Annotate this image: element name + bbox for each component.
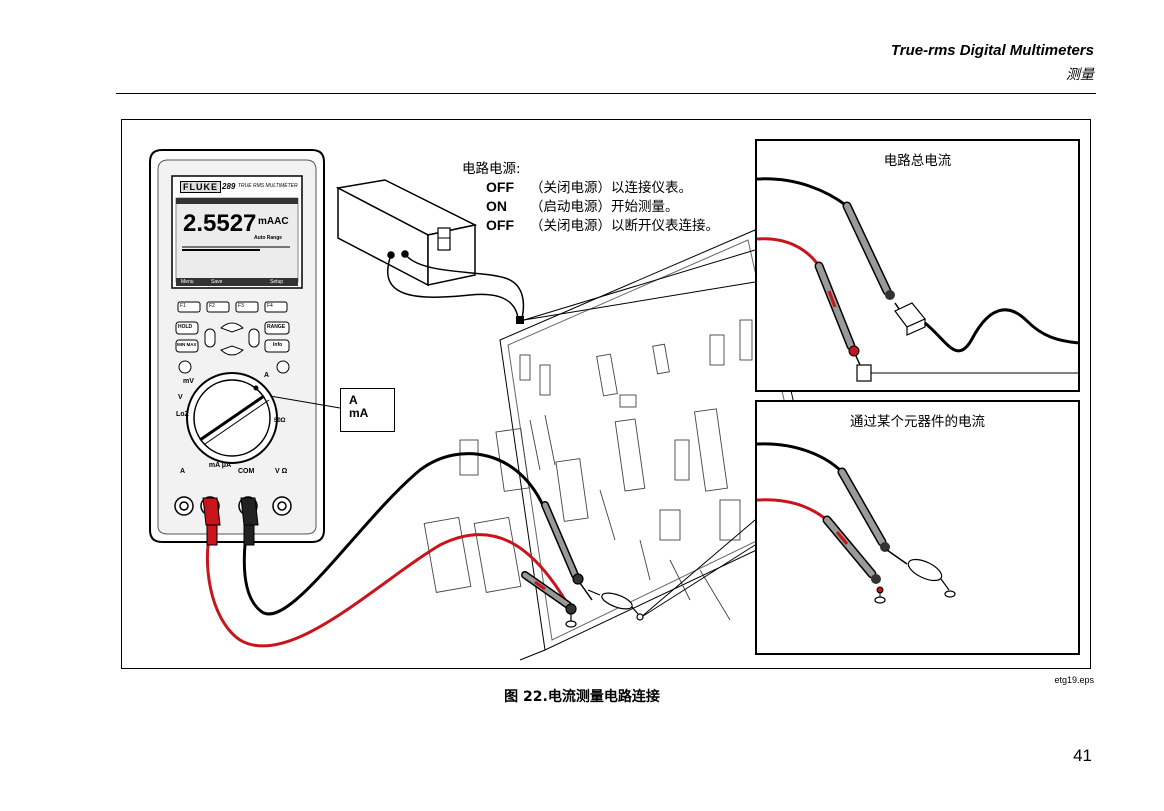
fkey-f1[interactable]: F1 (180, 303, 186, 309)
zoom-lines (523, 249, 756, 619)
softkey-menu[interactable]: Menu (181, 279, 194, 285)
fkey-f4[interactable]: F4 (267, 303, 273, 309)
power-step-1: OFF（关闭电源）以连接仪表。 (486, 179, 692, 196)
dial-label-50ohm: 50Ω (274, 418, 286, 424)
meter-reading: 2.5527 (183, 210, 257, 237)
hold-button[interactable]: HOLD (178, 324, 193, 330)
jack-label-a: A (180, 468, 186, 475)
softkey-save[interactable]: Save (211, 279, 223, 285)
range-button[interactable]: RANGE (267, 324, 286, 330)
softkey-setup[interactable]: Setup (270, 279, 284, 285)
main-black-probe (541, 501, 639, 615)
minmax-button[interactable]: MIN MAX (177, 342, 197, 347)
panel-component-current-title: 通过某个元器件的电流 (850, 414, 985, 430)
circuit-board (423, 227, 821, 661)
jack-label-ma: mA μA (208, 462, 232, 469)
meter-range: Auto Range (254, 235, 283, 241)
figure-caption: 图 22.电流测量电路连接 (504, 689, 660, 705)
power-supply (335, 179, 478, 287)
meter-model: 289 (222, 182, 236, 191)
callout-line2: mA (349, 406, 369, 420)
jack-label-vohm: V Ω (275, 468, 288, 475)
meter-unit: mAAC (258, 216, 289, 227)
dial-label-loz: LoZ (176, 411, 189, 418)
info-button[interactable]: Info (273, 342, 283, 348)
panel-total-current: 电路总电流 (755, 139, 1080, 392)
dial-callout: A mA (340, 388, 395, 432)
page-number: 41 (1073, 746, 1092, 765)
fkey-f2[interactable]: F2 (209, 303, 215, 309)
fkey-f3[interactable]: F3 (238, 303, 244, 309)
rotary-dial[interactable] (186, 372, 278, 464)
figure-frame (121, 119, 1091, 669)
main-red-probe (521, 571, 577, 628)
dial-label-v: V (178, 394, 183, 401)
figure-filename: etg19.eps (1054, 675, 1094, 685)
dial-label-mv: mV (183, 378, 194, 385)
callout-line1: A (349, 393, 358, 407)
power-step-3: OFF（关闭电源）以断开仪表连接。 (486, 217, 719, 234)
jack-label-com: COM (238, 468, 255, 475)
power-heading: 电路电源: (462, 161, 521, 177)
component-current-illustration (757, 442, 956, 604)
panel-total-current-title: 电路总电流 (883, 153, 952, 169)
total-current-illustration (757, 177, 1078, 382)
power-step-2: ON（启动电源）开始测量。 (486, 198, 679, 215)
dial-label-a: A (264, 372, 270, 379)
header-title: True-rms Digital Multimeters (890, 42, 1094, 59)
header-rule (116, 93, 1096, 94)
multimeter (149, 149, 325, 546)
meter-model-desc: TRUE RMS MULTIMETER (238, 183, 298, 189)
panel-component-current: 通过某个元器件的电流 (755, 400, 1080, 655)
power-instructions: 电路电源: OFF（关闭电源）以连接仪表。 ON（启动电源）开始测量。 OFF（… (462, 160, 719, 235)
header-subtitle: 测量 (1066, 67, 1094, 83)
meter-brand: FLUKE (180, 181, 221, 193)
